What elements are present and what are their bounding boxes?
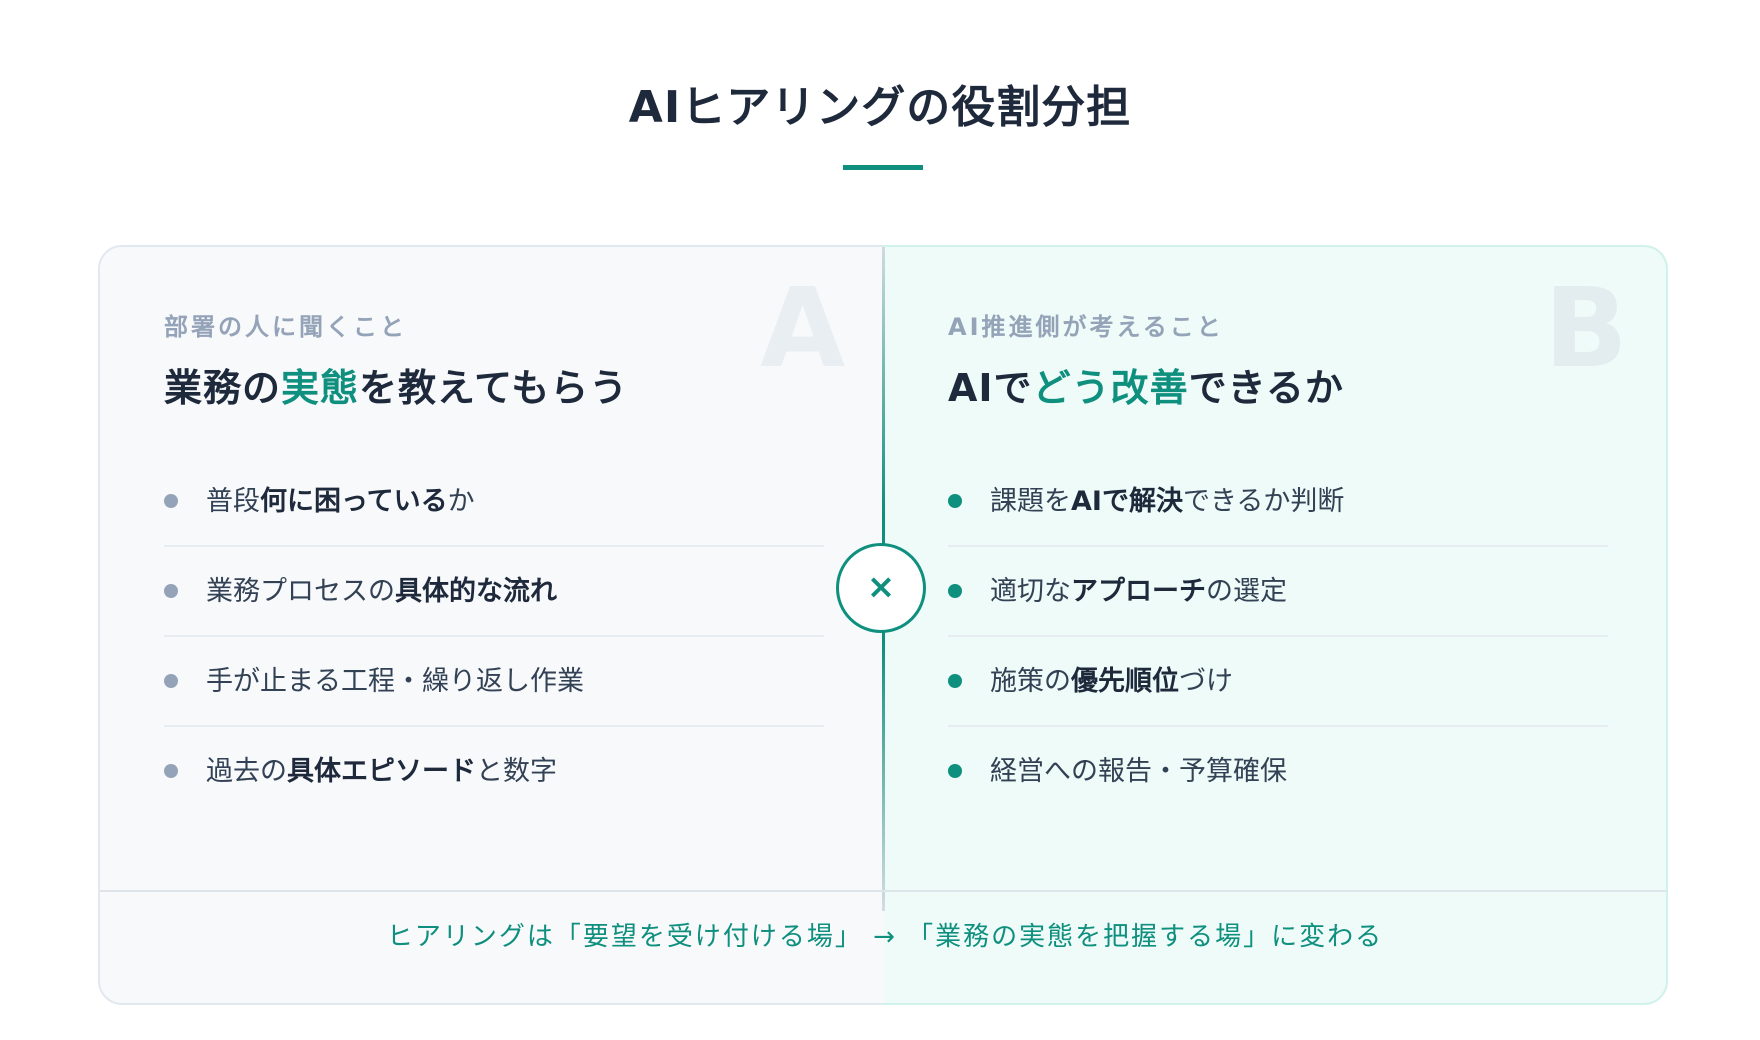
panel-a-letter: A bbox=[760, 264, 846, 392]
item-text: 経営への報告・予算確保 bbox=[990, 756, 1287, 787]
item-text: できるか判断 bbox=[1182, 486, 1345, 517]
panel-b-list: 課題をAIで解決できるか判断 適切なアプローチの選定 施策の優先順位づけ 経営へ… bbox=[948, 457, 1608, 817]
panel-b-heading-pre: AIで bbox=[948, 366, 1033, 410]
list-item: 施策の優先順位づけ bbox=[948, 637, 1608, 727]
item-emphasis: 具体的な流れ bbox=[395, 576, 557, 607]
role-split-card: A 部署の人に聞くこと 業務の実態を教えてもらう 普段何に困っているか 業務プロ… bbox=[98, 245, 1668, 1005]
bullet-icon bbox=[164, 764, 178, 778]
panel-b-letter: B bbox=[1544, 264, 1628, 392]
list-item: 業務プロセスの具体的な流れ bbox=[164, 547, 824, 637]
item-text: 過去の bbox=[206, 756, 287, 787]
times-icon: × bbox=[836, 543, 926, 633]
bullet-icon bbox=[948, 584, 962, 598]
item-text: の選定 bbox=[1206, 576, 1287, 607]
list-item: 過去の具体エピソードと数字 bbox=[164, 727, 824, 817]
item-text: か bbox=[447, 486, 475, 517]
item-text: 普段 bbox=[206, 486, 260, 517]
panel-b-heading: AIでどう改善できるか bbox=[948, 357, 1344, 412]
bullet-icon bbox=[948, 764, 962, 778]
panel-b: B AI推進側が考えること AIでどう改善できるか 課題をAIで解決できるか判断… bbox=[884, 247, 1666, 1003]
list-item: 経営への報告・予算確保 bbox=[948, 727, 1608, 817]
panel-a-heading-accent: 実態 bbox=[281, 366, 360, 410]
item-text: 課題を bbox=[990, 486, 1071, 517]
item-emphasis: アプローチ bbox=[1071, 576, 1206, 607]
panel-b-heading-accent: どう改善 bbox=[1032, 366, 1189, 410]
item-text: 施策の bbox=[990, 666, 1071, 697]
list-item: 普段何に困っているか bbox=[164, 457, 824, 547]
item-text: 業務プロセスの bbox=[206, 576, 395, 607]
title-underline bbox=[843, 165, 923, 170]
item-emphasis: 具体エピソード bbox=[287, 756, 476, 787]
panel-a: A 部署の人に聞くこと 業務の実態を教えてもらう 普段何に困っているか 業務プロ… bbox=[100, 247, 884, 890]
item-emphasis: 優先順位 bbox=[1071, 666, 1179, 697]
bullet-icon bbox=[948, 674, 962, 688]
panel-a-kicker: 部署の人に聞くこと bbox=[164, 313, 407, 341]
item-emphasis: AIで解決 bbox=[1071, 486, 1183, 517]
item-text: と数字 bbox=[476, 756, 557, 787]
item-text: 手が止まる工程・繰り返し作業 bbox=[206, 666, 584, 697]
item-emphasis: 何に困っている bbox=[260, 486, 448, 517]
item-text: 適切な bbox=[990, 576, 1071, 607]
item-text: づけ bbox=[1179, 666, 1233, 697]
bullet-icon bbox=[164, 584, 178, 598]
panel-b-heading-post: できるか bbox=[1188, 366, 1344, 410]
panel-a-heading-pre: 業務の bbox=[164, 366, 282, 410]
panel-b-kicker: AI推進側が考えること bbox=[948, 313, 1224, 341]
list-item: 適切なアプローチの選定 bbox=[948, 547, 1608, 637]
panel-a-list: 普段何に困っているか 業務プロセスの具体的な流れ 手が止まる工程・繰り返し作業 … bbox=[164, 457, 824, 817]
panel-a-heading: 業務の実態を教えてもらう bbox=[164, 357, 628, 412]
list-item: 手が止まる工程・繰り返し作業 bbox=[164, 637, 824, 727]
bullet-icon bbox=[948, 494, 962, 508]
list-item: 課題をAIで解決できるか判断 bbox=[948, 457, 1608, 547]
bullet-icon bbox=[164, 494, 178, 508]
panel-a-heading-post: を教えてもらう bbox=[359, 366, 629, 410]
bullet-icon bbox=[164, 674, 178, 688]
footer-divider bbox=[100, 890, 1666, 892]
page-title: AIヒアリングの役割分担 bbox=[628, 82, 1132, 133]
footer-note: ヒアリングは「要望を受け付ける場」 → 「業務の実態を把握する場」に変わる bbox=[386, 922, 1384, 952]
